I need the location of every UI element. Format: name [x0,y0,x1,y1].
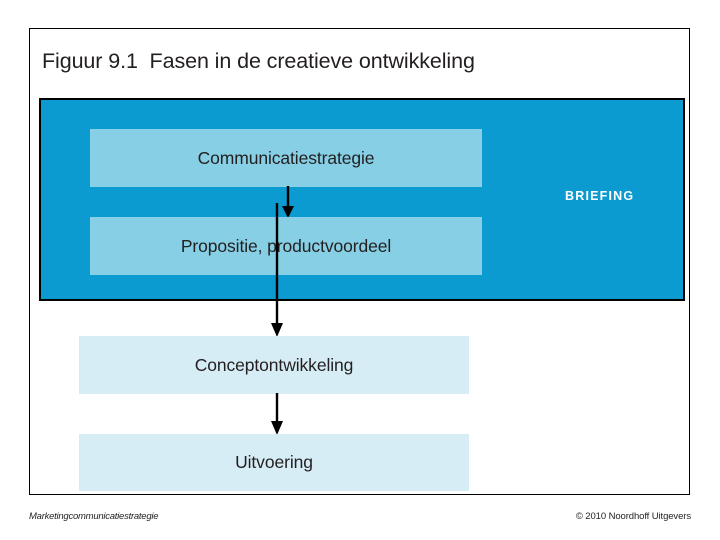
briefing-label: BRIEFING [565,189,635,203]
figure-title: Figuur 9.1 Fasen in de creatieve ontwikk… [42,48,475,73]
node-communicatiestrategie[interactable]: Communicatiestrategie [90,129,482,187]
footer-book-title: Marketingcommunicatiestrategie [29,511,159,522]
arrow-down-icon-2 [271,203,283,337]
arrow-down-icon-1 [282,186,294,218]
arrow-down-icon-3 [271,393,283,435]
node-conceptontwikkeling[interactable]: Conceptontwikkeling [79,336,469,394]
node-conceptontwikkeling-label: Conceptontwikkeling [194,354,354,375]
figure-frame: Figuur 9.1 Fasen in de creatieve ontwikk… [29,28,690,495]
node-communicatiestrategie-label: Communicatiestrategie [197,147,375,168]
node-uitvoering-label: Uitvoering [235,452,313,472]
footer-copyright: © 2010 Noordhoff Uitgevers [575,511,691,522]
node-propositie-productvoordeel[interactable]: Propositie, productvoordeel [90,217,482,275]
node-propositie-productvoordeel-label: Propositie, productvoordeel [180,235,392,256]
briefing-container: BRIEFING Communicatiestrategie Propositi… [39,98,685,301]
slide-footer: Marketingcommunicatiestrategie © 2010 No… [0,505,720,535]
node-uitvoering[interactable]: Uitvoering [79,434,469,491]
